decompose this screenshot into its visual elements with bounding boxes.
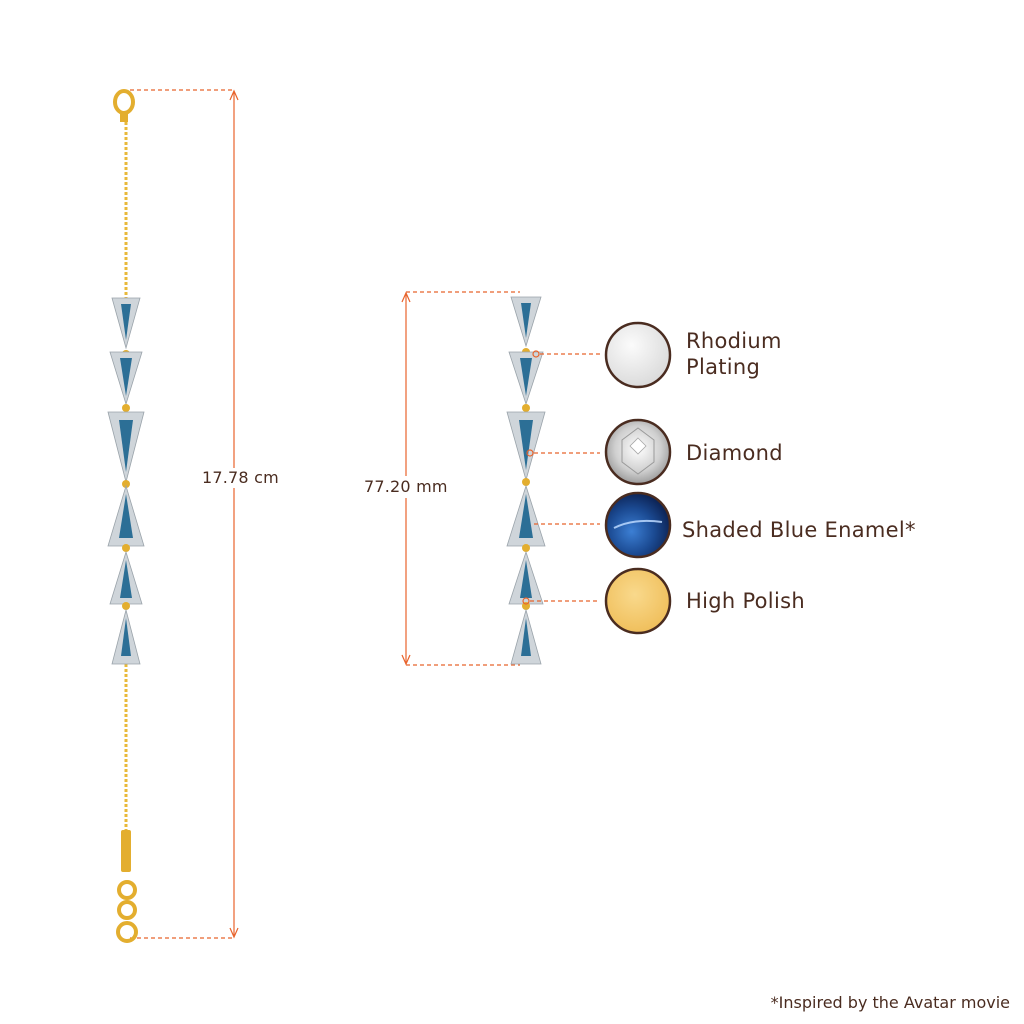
arrow-motif: [510, 608, 542, 665]
arrow-motif: [109, 351, 143, 412]
material-rhodium-label: Rhodium Plating: [686, 328, 782, 380]
arrow-motif: [508, 351, 544, 412]
arrow-motif: [510, 296, 542, 356]
arrow-motif: [107, 484, 145, 552]
chain-tag: [121, 830, 131, 872]
high-polish-swatch: [604, 567, 672, 635]
bracelet-full: [107, 89, 145, 943]
callout-leaders: [522, 350, 600, 605]
bracelet-length-label: 17.78 cm: [202, 468, 279, 487]
diamond-marker: [526, 449, 534, 457]
material-rhodium-line2: Plating: [686, 355, 761, 379]
material-rhodium-line1: Rhodium: [686, 329, 782, 353]
pendant-dimension: [401, 291, 520, 666]
arrow-motif: [111, 608, 141, 665]
arrow-motif: [506, 411, 546, 486]
lobster-clasp: [113, 89, 135, 122]
pendant-detail: [506, 296, 546, 665]
material-polish-label: High Polish: [686, 589, 805, 613]
arrow-motif: [109, 550, 143, 610]
rhodium-swatch: [604, 321, 672, 389]
rhodium-marker: [532, 350, 540, 358]
polish-marker: [522, 597, 530, 605]
blue-enamel-swatch: [604, 491, 672, 559]
diamond-swatch: [604, 418, 672, 486]
arrow-motif: [111, 297, 141, 358]
arrow-motif: [107, 411, 145, 488]
pendant-length-label: 77.20 mm: [364, 477, 448, 496]
footnote: *Inspired by the Avatar movie: [770, 993, 1010, 1012]
extender-rings: [116, 880, 138, 943]
arrow-motif: [506, 484, 546, 552]
bracelet-dimension: [130, 89, 239, 939]
material-diamond-label: Diamond: [686, 441, 783, 465]
material-enamel-label: Shaded Blue Enamel*: [682, 518, 916, 542]
